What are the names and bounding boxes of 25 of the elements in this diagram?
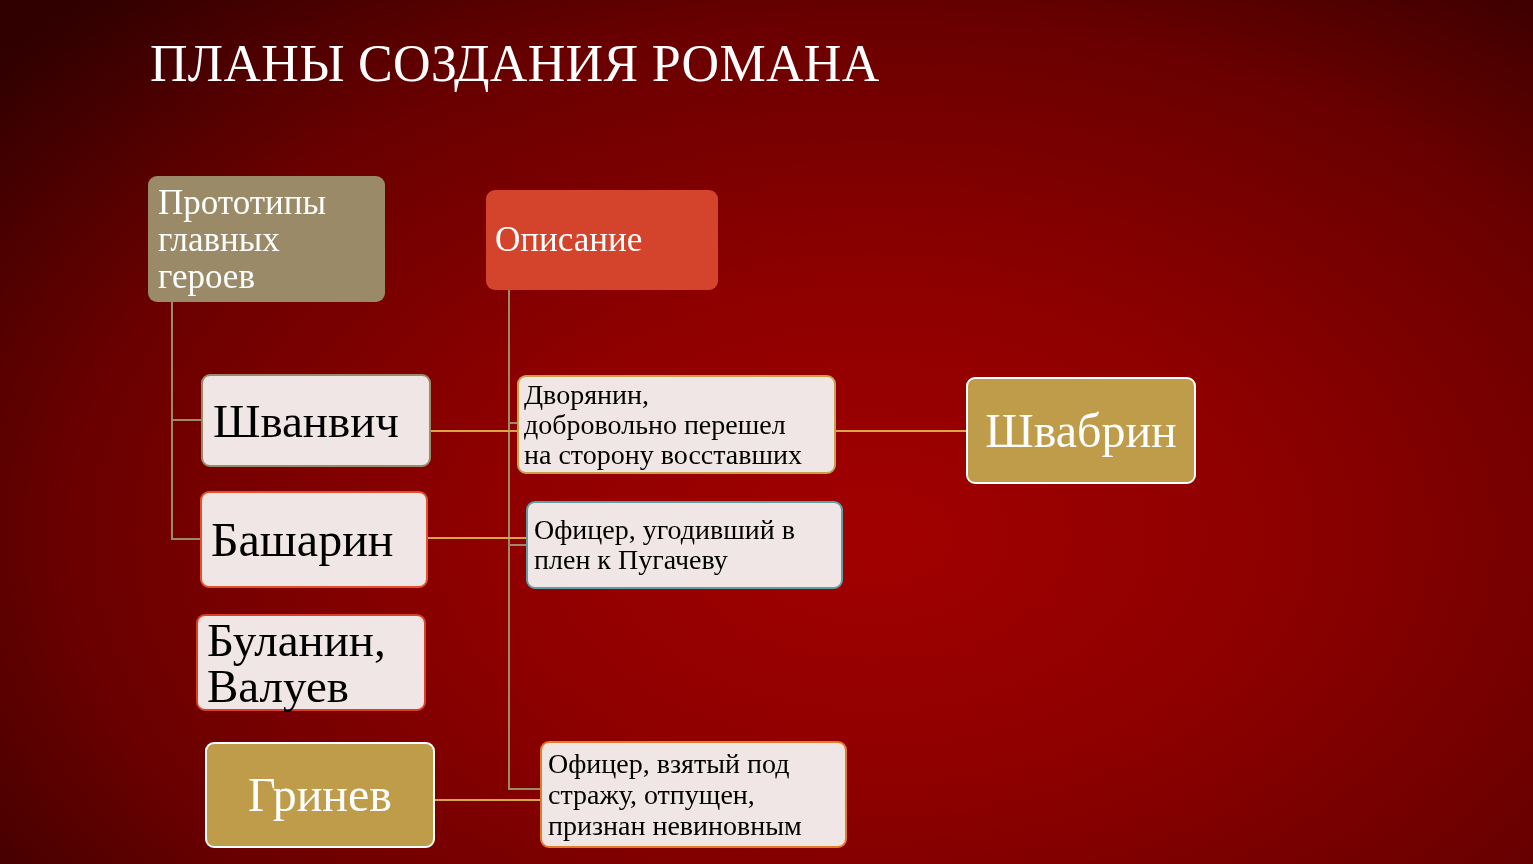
name-text: Башарин [211, 513, 394, 566]
name-box [205, 742, 435, 848]
description-box [517, 375, 836, 474]
description-text: Офицер, взятый под стражу, отпущен, признан невиновным [548, 748, 803, 841]
header-box [148, 176, 385, 302]
name-box [201, 374, 431, 467]
name-box [196, 614, 426, 711]
header-text: Прототипы главных героев [158, 184, 327, 295]
connector-line [835, 430, 967, 432]
connector-line [427, 537, 527, 539]
name-text: Швабрин [985, 404, 1177, 457]
name-box [966, 377, 1196, 484]
connector-line [434, 799, 541, 801]
name-text: Гринев [247, 769, 393, 821]
description-box [526, 501, 843, 589]
description-box [540, 741, 847, 848]
name-text: Шванвич [213, 394, 399, 447]
header-box [486, 190, 718, 290]
slide-title: ПЛАНЫ СОЗДАНИЯ РОМАНА [150, 34, 880, 94]
connector-line [171, 301, 201, 540]
header-text: Описание [495, 220, 643, 260]
name-box [200, 491, 428, 588]
connector-line [430, 430, 518, 432]
description-text: Дворянин, добровольно перешел на сторону восставших [524, 379, 804, 470]
description-text: Офицер, угодивший в плен к Пугачеву [534, 515, 796, 575]
